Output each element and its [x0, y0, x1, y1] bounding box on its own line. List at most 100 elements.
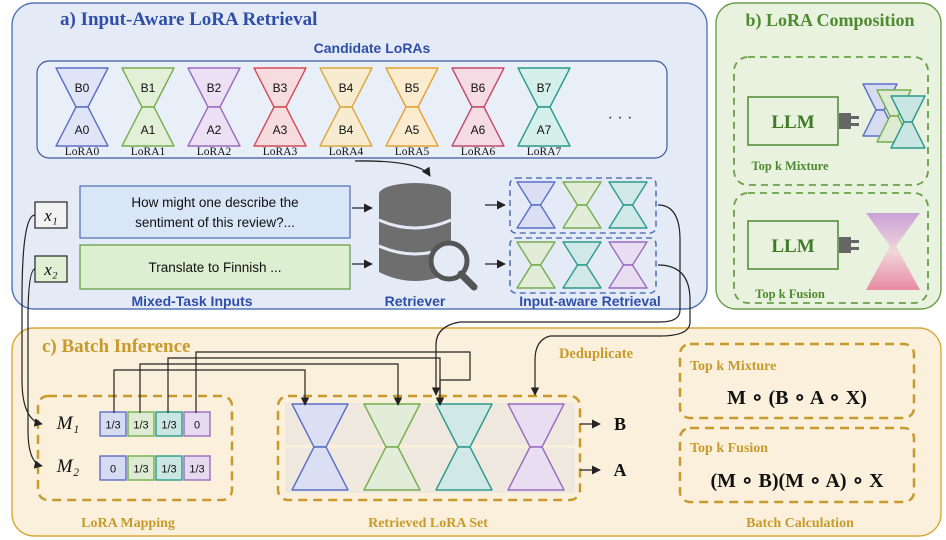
m1-row-cell-value: 0 [194, 420, 200, 432]
retrieval-row2-lora-0 [516, 241, 556, 289]
mixture-formula-box [678, 342, 916, 420]
candidate-top-label: B0 [75, 81, 90, 95]
panel-a-title: a) Input-Aware LoRA Retrieval [60, 9, 317, 30]
mixture-formula-title: Top k Mixture [690, 359, 776, 374]
panel-input-aware-retrieval: a) Input-Aware LoRA Retrieval Candidate … [11, 2, 708, 310]
candidate-lora-0 [55, 67, 109, 147]
candidate-name: LoRA3 [263, 146, 298, 158]
m2-row-cell-value: 1/3 [133, 464, 148, 476]
connector-mapping-1 [113, 369, 310, 413]
m1-label: M₁ [56, 413, 79, 434]
candidate-top-label: B6 [471, 81, 486, 95]
candidate-top-label: B2 [207, 81, 222, 95]
panel-lora-composition: b) LoRA Composition LLM Top k Mixture LL… [715, 2, 942, 310]
retrieved-set-lora-1 [363, 403, 421, 491]
candidate-bottom-label: A7 [537, 123, 552, 137]
x1-text-box [79, 185, 351, 239]
retrieval-row1-box [509, 177, 657, 234]
m1-row-cell [155, 411, 183, 437]
retrieved-lora-set-box [276, 394, 582, 502]
candidate-ellipsis: · · · [608, 109, 633, 126]
lora-mapping-box [36, 394, 234, 502]
m2-row-cell [127, 455, 155, 481]
candidate-top-label: B4 [339, 81, 354, 95]
candidate-name: LoRA4 [329, 146, 364, 158]
llm-box-mixture [747, 96, 839, 146]
mixed-task-inputs-caption: Mixed-Task Inputs [131, 293, 252, 309]
retrieved-set-lora-3 [507, 403, 565, 491]
connector-mapping-2 [139, 363, 403, 413]
lora-mapping-caption: LoRA Mapping [81, 516, 175, 531]
candidate-lora-5 [385, 67, 439, 147]
search-icon [428, 240, 478, 291]
retrieval-row2-lora-1 [562, 241, 602, 289]
batch-calculation-caption: Batch Calculation [746, 516, 854, 531]
candidate-top-label: B5 [405, 81, 420, 95]
retrieval-row1-lora-1 [562, 181, 602, 229]
m1-row-cell-value: 1/3 [105, 420, 120, 432]
candidate-lora-1 [121, 67, 175, 147]
retrieved-lora-set-caption: Retrieved LoRA Set [368, 516, 488, 531]
plug-icon-mixture [839, 113, 859, 129]
fusion-box [733, 192, 929, 304]
fusion-caption: Top k Fusion [755, 287, 825, 301]
a-label: A [614, 460, 627, 480]
connector-x2-m2 [27, 268, 43, 469]
x1-text-line1: How might one describe the [131, 195, 298, 210]
m1-row-cell [183, 411, 211, 437]
input-x1: x₁ [34, 201, 68, 229]
retrieval-row2-lora-2 [608, 241, 648, 289]
retrieval-row1-lora-2 [608, 181, 648, 229]
candidate-name: LoRA5 [395, 146, 430, 158]
candidate-bottom-label: A1 [141, 123, 156, 137]
candidate-lora-3 [253, 67, 307, 147]
candidate-bottom-label: A3 [273, 123, 288, 137]
candidate-name: LoRA2 [197, 146, 232, 158]
retrieved-set-lora-0 [291, 403, 349, 491]
connector-x1-m1 [21, 214, 43, 427]
x2-text: Translate to Finnish ... [148, 260, 281, 275]
candidate-lora-4 [319, 67, 373, 147]
candidate-name: LoRA7 [527, 146, 562, 158]
m2-row-cell [183, 455, 211, 481]
candidate-lora-7 [517, 67, 571, 147]
panel-c-title: c) Batch Inference [42, 336, 190, 357]
x1-label: x₁ [43, 206, 57, 225]
candidate-lora-list: B0A0LoRA0B1A1LoRA1B2A2LoRA2B3A3LoRA3B4B4… [55, 67, 571, 158]
mixture-stack-lora-2 [890, 95, 926, 149]
candidate-bottom-label: A0 [75, 123, 90, 137]
x2-label: x₂ [43, 260, 58, 279]
candidate-lora-6 [451, 67, 505, 147]
m2-label: M₂ [56, 456, 80, 477]
connector-row2-dedup [530, 264, 691, 396]
retrieval-row2-box [509, 237, 657, 294]
plug-icon-fusion [839, 237, 859, 253]
candidate-top-label: B3 [273, 81, 288, 95]
retrieval-row2 [516, 241, 648, 289]
m2-row-cell-value: 1/3 [161, 464, 176, 476]
input-aware-retrieval-caption: Input-aware Retrieval [519, 293, 661, 309]
fusion-formula: (M ∘ B)(M ∘ A) ∘ X [710, 470, 884, 492]
candidate-bottom-label: A2 [207, 123, 222, 137]
deduplicate-label: Deduplicate [559, 346, 634, 362]
retriever-caption: Retriever [385, 293, 446, 309]
m2-row-cell-value: 1/3 [189, 464, 204, 476]
candidate-bottom-label: A5 [405, 123, 420, 137]
retrieval-row1 [516, 181, 648, 229]
candidate-lora-2 [187, 67, 241, 147]
m2-row-cell [155, 455, 183, 481]
mixture-formula: M ∘ (B ∘ A ∘ X) [727, 387, 867, 409]
candidate-top-label: B1 [141, 81, 156, 95]
mixture-lora-stack [862, 83, 926, 149]
connector-row1-dedup [431, 204, 681, 396]
candidate-bottom-label: B4 [339, 123, 354, 137]
m1-row-cell [99, 411, 127, 437]
llm-label-mixture: LLM [771, 112, 814, 133]
retrieved-set-lora-2 [435, 403, 493, 491]
fusion-formula-box [678, 426, 916, 504]
input-x2: x₂ [34, 255, 68, 283]
panel-b-title: b) LoRA Composition [745, 10, 914, 31]
